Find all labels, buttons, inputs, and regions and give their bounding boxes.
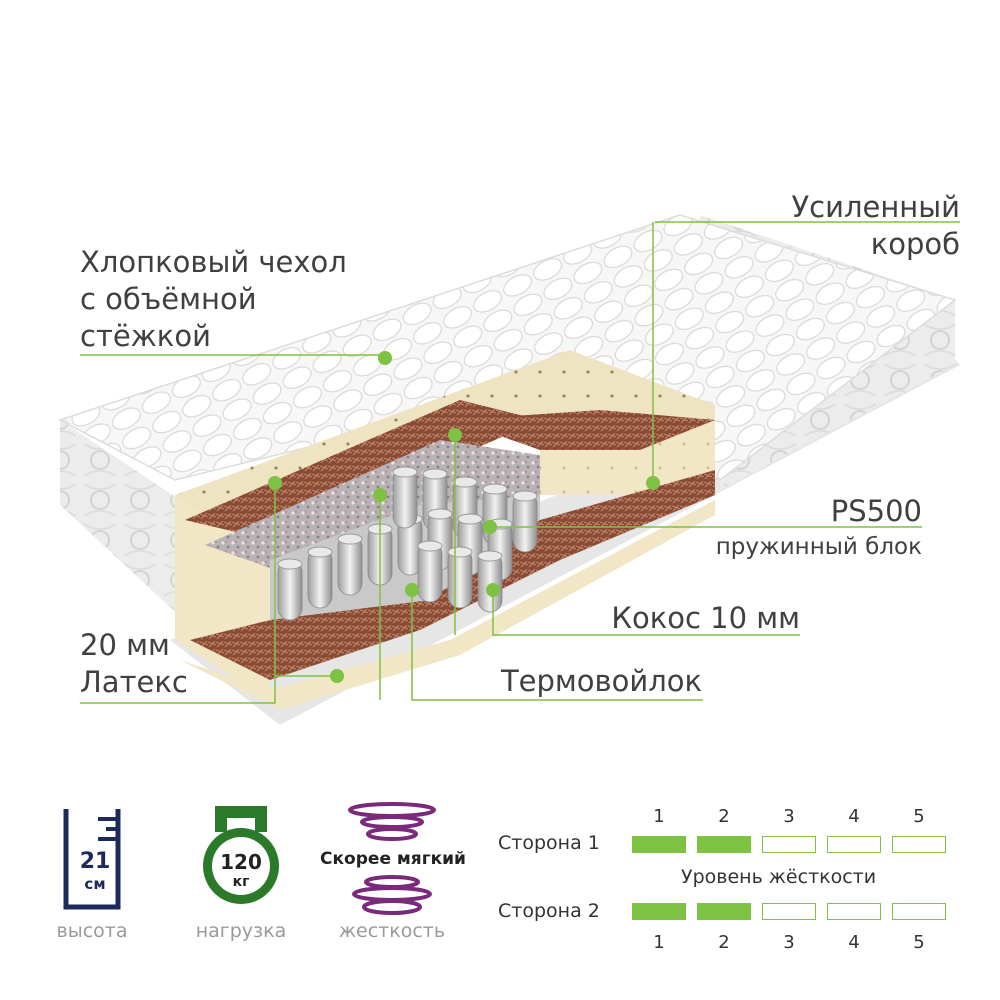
spring-icon-top [346, 800, 438, 844]
spring-top [307, 546, 333, 558]
level-number-top: 2 [718, 806, 730, 827]
spring-top [477, 550, 503, 562]
spring-block-label-line1: PS500 [830, 494, 922, 528]
spring-block-label-line2: пружинный блок [715, 534, 922, 560]
felt-label: Термовойлок [500, 664, 702, 698]
cover-label-line2: с объёмной [80, 282, 257, 316]
latex-label-line1: 20 мм [80, 628, 170, 662]
height-caption: высота [56, 920, 128, 942]
spring-top [452, 476, 478, 488]
side2-label: Сторона 2 [498, 900, 600, 922]
spring-top [447, 546, 473, 558]
spring-top [277, 558, 303, 570]
side2-level-box [762, 903, 816, 920]
side1-label: Сторона 1 [498, 832, 600, 854]
coconut-label: Кокос 10 мм [611, 601, 800, 635]
side1-level-box [827, 836, 881, 853]
level-number-top: 1 [653, 806, 665, 827]
side1-level-box [632, 836, 686, 853]
spring-top [512, 490, 538, 502]
weight-icon: 120 кг [199, 800, 283, 910]
side2-level-box [697, 903, 751, 920]
height-icon: 21 см [62, 805, 122, 911]
side1-level-box [892, 836, 946, 853]
spring-top [422, 468, 448, 480]
spring-top [482, 483, 508, 495]
level-number-bottom: 1 [653, 932, 665, 953]
firmness-caption: жесткость [338, 920, 446, 942]
level-number-bottom: 3 [783, 932, 795, 953]
height-value: 21 [79, 849, 111, 874]
load-value: 120 [220, 850, 262, 874]
side1-level-box [762, 836, 816, 853]
load-caption: нагрузка [195, 920, 287, 942]
height-unit: см [84, 875, 106, 893]
cover-label-line3: стёжкой [80, 319, 211, 353]
spring-top [417, 540, 443, 552]
side1-level-box [697, 836, 751, 853]
latex-label-line2: Латекс [80, 665, 188, 699]
side2-level-box [632, 903, 686, 920]
level-number-top: 3 [783, 806, 795, 827]
level-number-top: 5 [913, 806, 925, 827]
level-number-bottom: 4 [848, 932, 860, 953]
level-number-top: 4 [848, 806, 860, 827]
side2-level-box [892, 903, 946, 920]
spring-top [457, 513, 483, 525]
side2-level-box [827, 903, 881, 920]
spring-top [392, 466, 418, 478]
spring-top [337, 533, 363, 545]
cover-label-line1: Хлопковый чехол [80, 245, 347, 279]
softness-label: Скорее мягкий [320, 849, 466, 869]
firmness-title: Уровень жёсткости [681, 866, 877, 888]
box-label-line1: Усиленный [791, 190, 960, 224]
box-label-line2: короб [870, 227, 960, 261]
level-number-bottom: 5 [913, 932, 925, 953]
level-number-bottom: 2 [718, 932, 730, 953]
load-unit: кг [232, 874, 250, 890]
spring-icon-bottom [346, 874, 438, 918]
spring-top [427, 508, 453, 520]
